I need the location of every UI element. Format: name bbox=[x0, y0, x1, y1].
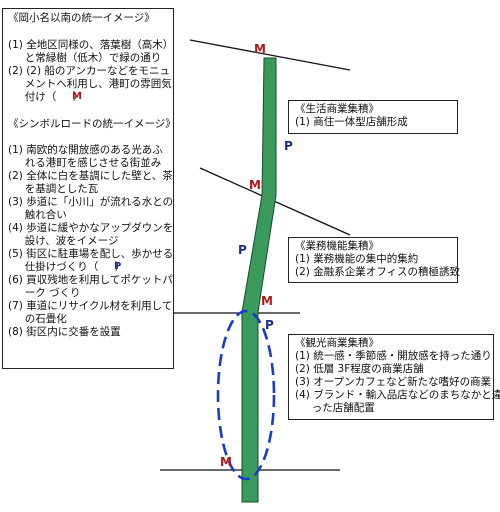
kanko-item: った店舗配置 bbox=[295, 402, 375, 414]
seikatsu-title: 《生活商業集積》 bbox=[295, 103, 379, 115]
kanko-item: (3) オープンカフェなど新たな嗜好の商業 bbox=[295, 376, 492, 388]
section2-item: の石畳化 bbox=[8, 313, 67, 325]
gyomu-title: 《業務機能集積》 bbox=[295, 240, 379, 252]
section1-item: (2) (2) 船のアンカーなどをモニュ bbox=[8, 65, 171, 77]
marker-m-middle: M bbox=[249, 178, 261, 192]
section2-item: (2) 全体に白を基調にした壁と、茶 bbox=[8, 170, 173, 182]
section2-item: (7) 車道にリサイクル材を利用して bbox=[8, 300, 173, 312]
marker-p-lower: P bbox=[265, 318, 274, 332]
section1-item: (1) 全地区同様の、落葉樹（高木） bbox=[8, 39, 174, 51]
seikatsu-item: (1) 商住一体型店舗形成 bbox=[295, 116, 408, 128]
section2-item: (8) 街区内に交番を設置 bbox=[8, 326, 121, 338]
section2-item: (4) 歩道に緩やかなアップダウンを bbox=[8, 222, 174, 234]
seikatsu-commercial-box: 《生活商業集積》 (1) 商住一体型店舗形成 bbox=[288, 100, 458, 134]
marker-p-upper: P bbox=[284, 139, 293, 153]
section2-item: (6) 買収残地を利用してポケットパ bbox=[8, 274, 173, 286]
marker-m-lower: M bbox=[261, 294, 273, 308]
kanko-item: (4) ブランド・輸入品店などのまちなかと違 bbox=[295, 389, 500, 401]
gyomu-item: (1) 業務機能の集中的集約 bbox=[295, 253, 419, 265]
section1-item: と常緑樹（低木）で緑の通り bbox=[8, 52, 162, 64]
section2-item: (5) 街区に駐車場を配し、歩かせる bbox=[8, 248, 174, 260]
inline-marker-p: P bbox=[114, 261, 122, 272]
section2-item: 仕掛けづくり（ ） bbox=[8, 261, 126, 273]
section2-item: を基調とした瓦 bbox=[8, 183, 99, 195]
section2-item: 触れ合い bbox=[8, 209, 67, 221]
section2-title: 《シンボルロードの統一イメージ》 bbox=[8, 118, 176, 130]
section1-item: メントへ利用し、港町の雰囲気 bbox=[8, 78, 172, 90]
kanko-item: (1) 統一感・季節感・開放感を持った通り bbox=[295, 350, 492, 362]
left-description-box: 《岡小名以南の統一イメージ》 (1) 全地区同様の、落葉樹（高木） と常緑樹（低… bbox=[2, 8, 176, 369]
inline-marker-m: M bbox=[72, 91, 82, 102]
marker-m-top: M bbox=[254, 42, 266, 56]
section1-title: 《岡小名以南の統一イメージ》 bbox=[8, 12, 155, 24]
section2-item: (1) 南欧的な開放感のある光あふ bbox=[8, 144, 163, 156]
section1-item: 付け（ ） bbox=[8, 91, 84, 103]
gyomu-function-box: 《業務機能集積》 (1) 業務機能の集中的集約 (2) 金融系企業オフィスの積極… bbox=[288, 237, 461, 283]
section2-item: ーク づくり bbox=[8, 287, 81, 299]
section2-item: 設け、波をイメージ bbox=[8, 235, 119, 247]
kanko-area-ellipse bbox=[216, 309, 276, 481]
section2-item: (3) 歩道に「小川」が流れる水との bbox=[8, 196, 174, 208]
marker-p-middle: P bbox=[238, 243, 247, 257]
cross-line-top bbox=[189, 39, 351, 71]
gyomu-item: (2) 金融系企業オフィスの積極誘致 bbox=[295, 266, 461, 278]
kanko-title: 《観光商業集積》 bbox=[295, 337, 379, 349]
kanko-item: (2) 低層 3F程度の商業店舗 bbox=[295, 363, 424, 375]
section2-item: れる港町を感じさせる街並み bbox=[8, 157, 162, 169]
kanko-commercial-box: 《観光商業集積》 (1) 統一感・季節感・開放感を持った通り (2) 低層 3F… bbox=[288, 334, 500, 420]
symbol-road bbox=[241, 57, 277, 503]
marker-m-bottom: M bbox=[220, 455, 232, 469]
